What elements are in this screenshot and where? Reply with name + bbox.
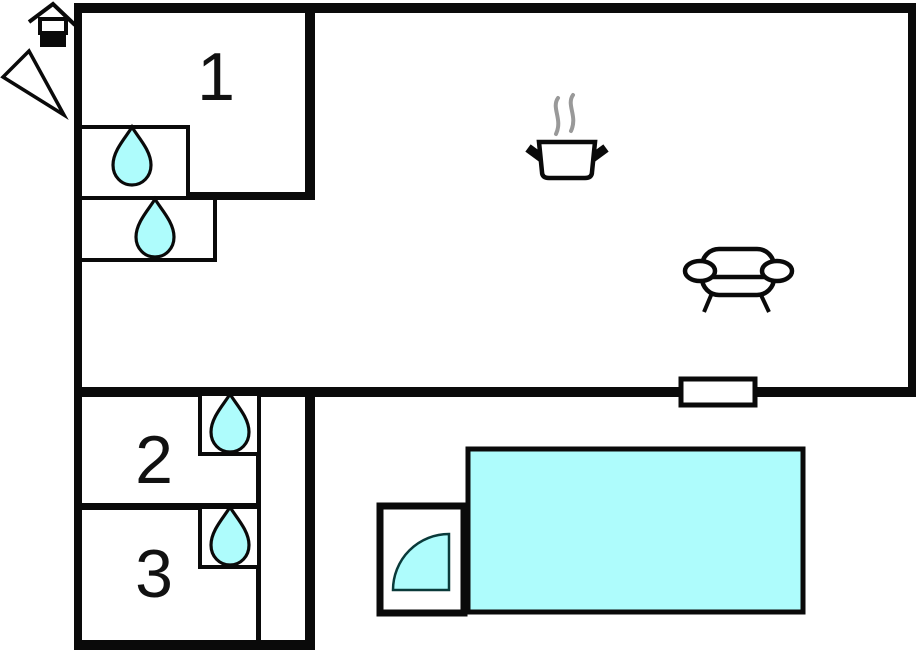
wall-room2-room3-divider (78, 503, 261, 510)
water-drop-icon (134, 195, 176, 259)
cooking-pot-icon (525, 93, 609, 181)
window-symbol (678, 376, 758, 408)
room-1-label: 1 (197, 39, 235, 115)
sofa-leg-left (702, 292, 714, 313)
steam-icon (568, 93, 576, 133)
wall-west (74, 3, 82, 650)
room-3-label: 3 (135, 536, 173, 612)
sofa-icon (682, 246, 795, 313)
wall-room1-east (305, 3, 315, 200)
wall-south (74, 640, 315, 650)
water-drop-icons (111, 123, 251, 567)
wall-interior-vertical (305, 387, 315, 650)
wall-east (908, 3, 916, 397)
house-roof (27, 1, 77, 27)
pool-terrace (465, 446, 806, 615)
walls (74, 3, 916, 650)
room-2-label: 2 (135, 422, 173, 498)
sofa-armrest-right (759, 258, 795, 284)
pot-body (536, 139, 598, 181)
entrance (376, 502, 468, 617)
house-icon (27, 1, 77, 47)
water-drop-icon (111, 123, 153, 187)
wall-north (74, 3, 916, 13)
compass-arrow-icon (0, 48, 69, 121)
sofa-armrest-left (682, 258, 718, 284)
steam-icon (553, 96, 561, 136)
house-base (40, 33, 66, 47)
water-drop-icon (209, 390, 251, 454)
door-swing-icon (391, 532, 451, 592)
wall-room1-south (186, 192, 315, 200)
wall-mid-horizontal (74, 387, 911, 397)
water-drop-icon (209, 503, 251, 567)
house-window (38, 17, 68, 35)
